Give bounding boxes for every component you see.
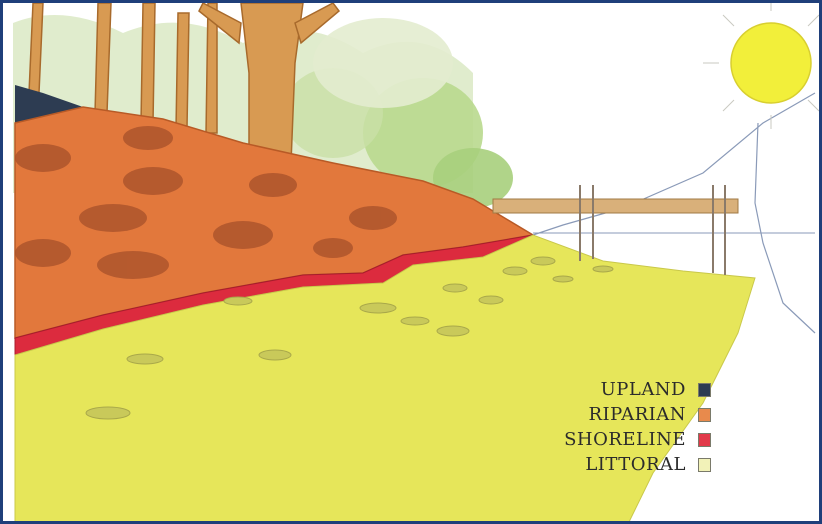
legend-item-shoreline: SHORELINE (521, 427, 711, 452)
legend-label-riparian: RIPARIAN (588, 404, 686, 425)
legend-item-riparian: RIPARIAN (521, 402, 711, 427)
legend-label-upland: UPLAND (601, 379, 686, 400)
legend-swatch-shoreline (698, 433, 711, 447)
legend-swatch-riparian (698, 408, 711, 422)
legend-item-littoral: LITTORAL (521, 452, 711, 477)
legend-label-shoreline: SHORELINE (564, 429, 686, 450)
legend-swatch-littoral (698, 458, 711, 472)
legend-item-upland: UPLAND (521, 377, 711, 402)
zone-legend: UPLAND RIPARIAN SHORELINE LITTORAL (521, 377, 711, 477)
legend-label-littoral: LITTORAL (585, 454, 686, 475)
legend-swatch-upland (698, 383, 711, 397)
